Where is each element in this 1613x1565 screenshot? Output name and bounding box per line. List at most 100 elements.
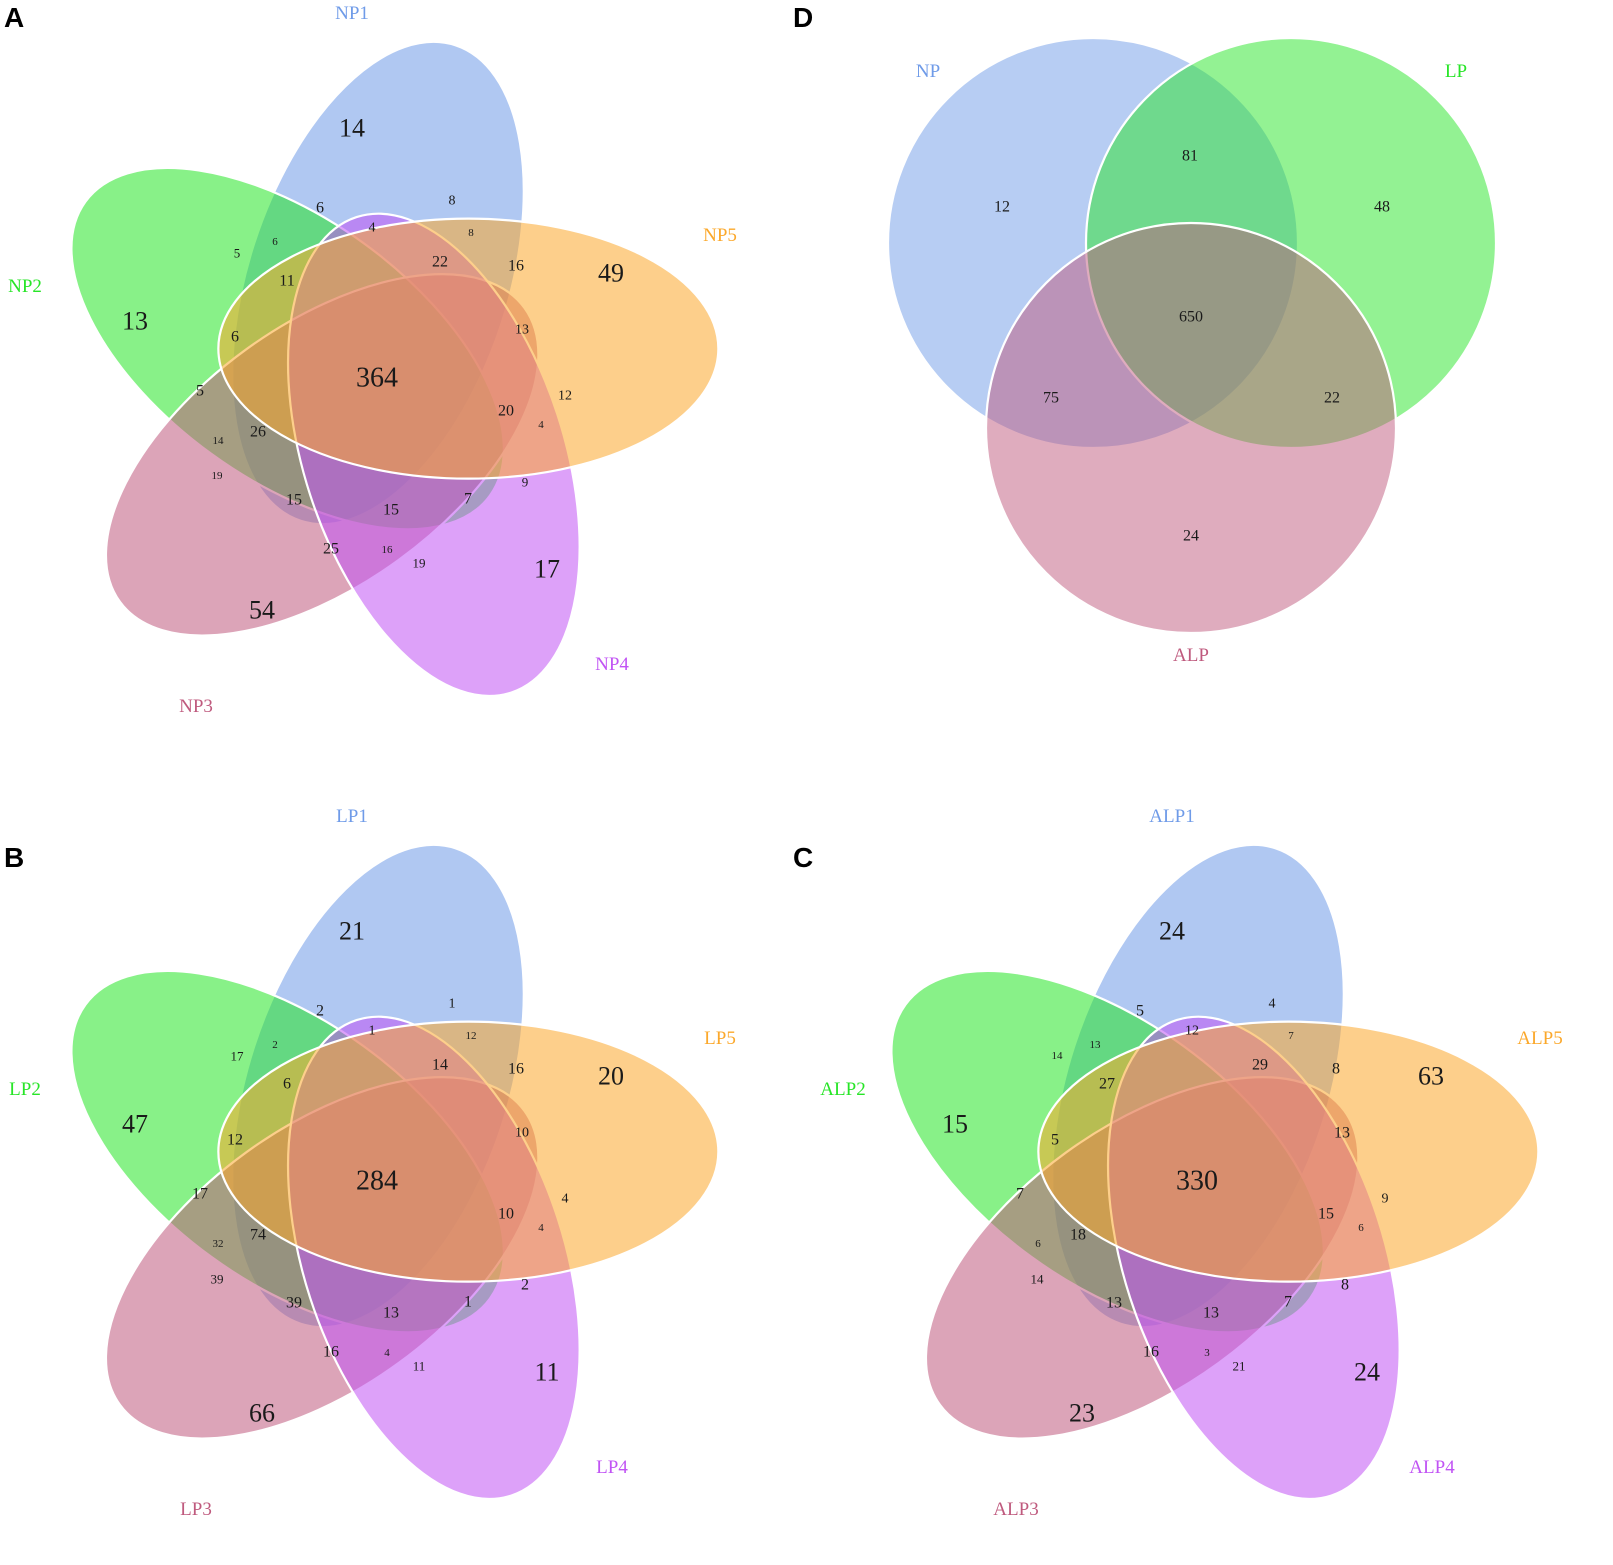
region-count: 17 <box>192 1186 208 1203</box>
region-count: 2 <box>272 1039 278 1051</box>
set-label-lp2: LP2 <box>9 1079 41 1100</box>
region-count: 6 <box>283 1076 291 1093</box>
set-label-lp3: LP3 <box>180 1499 212 1520</box>
region-count: 14 <box>213 435 225 447</box>
set-label-alp4: ALP4 <box>1409 1457 1455 1478</box>
set-label-np2: NP2 <box>8 276 42 297</box>
region-count: 32 <box>213 1238 224 1250</box>
region-count: 11 <box>534 1358 559 1387</box>
set-label-np3: NP3 <box>179 696 213 717</box>
region-count: 10 <box>498 1206 514 1223</box>
region-count: 13 <box>1203 1305 1219 1322</box>
region-count: 4 <box>384 1347 390 1359</box>
region-count: 21 <box>1233 1359 1246 1374</box>
region-count: 14 <box>1052 1050 1064 1062</box>
region-count: 22 <box>1324 390 1340 407</box>
region-count: 3 <box>1204 1347 1210 1359</box>
region-count: 11 <box>413 1359 426 1374</box>
region-count: 5 <box>234 246 241 261</box>
region-count: 6 <box>1035 1238 1041 1250</box>
region-count: 6 <box>231 329 239 346</box>
region-count: 75 <box>1043 390 1059 407</box>
region-count: 1 <box>464 1294 472 1311</box>
region-count: 13 <box>1334 1125 1350 1142</box>
region-count: 23 <box>1069 1399 1095 1428</box>
region-count: 2 <box>316 1003 324 1020</box>
region-count: 2 <box>521 1277 529 1294</box>
set-label-alp: ALP <box>1173 645 1209 666</box>
region-count: 14 <box>432 1057 448 1074</box>
circle-alp <box>984 221 1398 635</box>
region-count: 10 <box>515 1126 529 1141</box>
set-label-np5: NP5 <box>703 225 737 246</box>
region-count: 66 <box>249 1399 275 1428</box>
region-count: 284 <box>356 1166 398 1197</box>
set-label-lp: LP <box>1445 61 1467 82</box>
region-count: 27 <box>1099 1076 1115 1093</box>
region-count: 6 <box>272 236 278 248</box>
region-count: 13 <box>1090 1039 1102 1051</box>
region-count: 25 <box>323 541 339 558</box>
region-count: 13 <box>383 1305 399 1322</box>
region-count: 12 <box>994 199 1010 216</box>
region-count: 21 <box>339 917 365 946</box>
region-count: 13 <box>515 323 529 338</box>
region-count: 9 <box>1382 1192 1389 1207</box>
set-label-lp4: LP4 <box>596 1457 628 1478</box>
region-count: 47 <box>122 1110 148 1139</box>
region-count: 12 <box>1185 1024 1199 1039</box>
region-count: 7 <box>1284 1294 1292 1311</box>
region-count: 4 <box>1269 997 1276 1012</box>
set-label-lp1: LP1 <box>336 806 368 827</box>
region-count: 15 <box>383 502 399 519</box>
region-count: 4 <box>562 1192 569 1207</box>
region-count: 9 <box>522 475 529 490</box>
set-label-lp5: LP5 <box>704 1028 736 1049</box>
set-label-alp2: ALP2 <box>820 1079 865 1100</box>
region-count: 4 <box>538 419 544 431</box>
region-count: 39 <box>211 1272 224 1287</box>
region-count: 16 <box>382 544 394 556</box>
region-count: 17 <box>231 1049 245 1064</box>
set-label-alp1: ALP1 <box>1149 806 1194 827</box>
panel-letter-d: D <box>793 2 814 33</box>
region-count: 16 <box>508 258 524 275</box>
petal-alp5 <box>1037 1020 1540 1283</box>
region-count: 24 <box>1159 917 1185 946</box>
region-count: 7 <box>1288 1030 1294 1042</box>
panel-letter-c: C <box>793 842 814 873</box>
region-count: 14 <box>339 114 365 143</box>
region-count: 364 <box>356 363 398 394</box>
region-count: 16 <box>323 1344 339 1361</box>
region-count: 24 <box>1183 528 1199 545</box>
region-count: 650 <box>1179 309 1203 326</box>
region-count: 13 <box>122 307 148 336</box>
region-count: 7 <box>464 491 472 508</box>
region-count: 39 <box>286 1295 302 1312</box>
region-count: 5 <box>196 383 204 400</box>
petal-lp5 <box>217 1020 720 1283</box>
region-count: 19 <box>212 470 224 482</box>
region-count: 26 <box>250 424 266 441</box>
region-count: 17 <box>534 555 560 584</box>
region-count: 63 <box>1418 1062 1444 1091</box>
region-count: 22 <box>432 254 448 271</box>
region-count: 8 <box>468 227 474 239</box>
region-count: 6 <box>316 200 324 217</box>
set-label-np4: NP4 <box>595 654 629 675</box>
region-count: 29 <box>1252 1057 1268 1074</box>
panel-letter-a: A <box>4 2 25 33</box>
region-count: 48 <box>1374 199 1390 216</box>
region-count: 8 <box>449 194 456 209</box>
set-label-np1: NP1 <box>335 3 369 24</box>
region-count: 15 <box>286 492 302 509</box>
region-count: 20 <box>598 1062 624 1091</box>
region-count: 74 <box>250 1227 266 1244</box>
region-count: 4 <box>538 1222 544 1234</box>
region-count: 8 <box>1341 1277 1349 1294</box>
